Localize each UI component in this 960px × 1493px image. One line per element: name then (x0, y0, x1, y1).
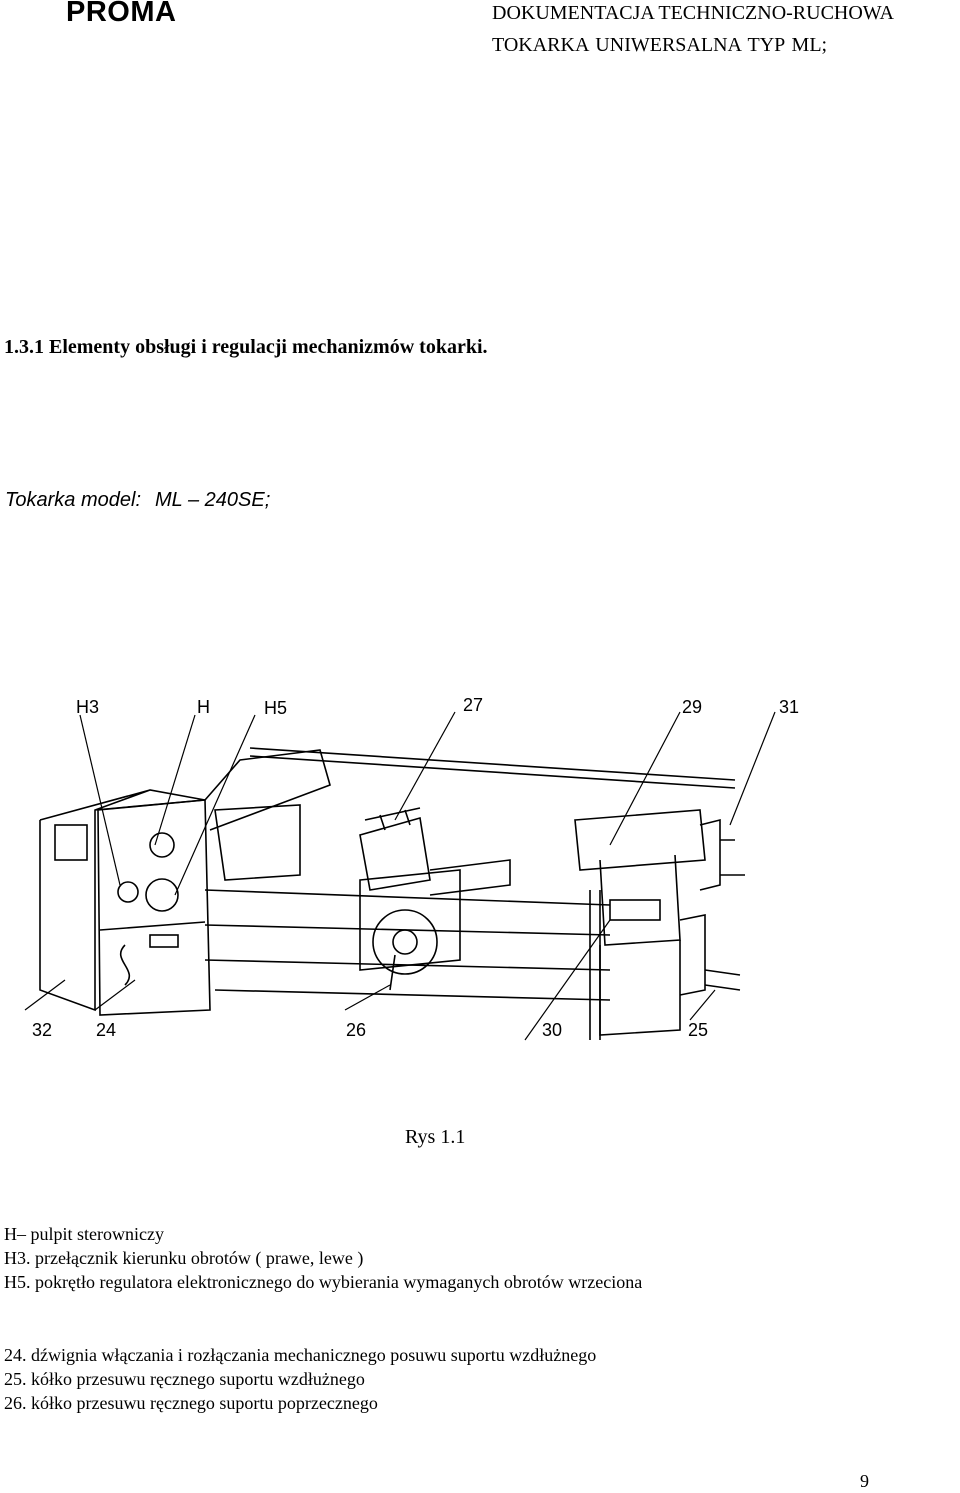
top-callout-labels: H3 H H5 27 29 31 (76, 695, 799, 718)
company-logo: PROMA (66, 0, 177, 28)
page-number: 9 (860, 1471, 869, 1491)
legend-item: 25. kółko przesuwu ręcznego suportu wzdł… (4, 1369, 365, 1389)
callout-label: 31 (779, 697, 799, 717)
callout-label: 26 (346, 1020, 366, 1040)
model-value: ML – 240SE; (155, 489, 271, 511)
callout-label: 32 (32, 1020, 52, 1040)
callout-label: H (197, 697, 210, 717)
model-line: Tokarka model: ML – 240SE; (5, 489, 270, 512)
callout-label: 25 (688, 1020, 708, 1040)
callout-label: 24 (96, 1020, 116, 1040)
document-subtitle: TOKARKA UNIWERSALNA TYP ML; (492, 34, 828, 56)
callout-label: 30 (542, 1020, 562, 1040)
lathe-figure: H3 H H5 27 29 31 32 24 26 30 25 (24, 695, 799, 1041)
callout-label: H3 (76, 697, 99, 717)
bottom-callout-labels: 32 24 26 30 25 (32, 1020, 708, 1040)
legend-item: H5. pokrętło regulatora elektronicznego … (4, 1272, 643, 1292)
section-heading: 1.3.1 Elementy obsługi i regulacji mecha… (4, 336, 488, 358)
legend-item: 26. kółko przesuwu ręcznego suportu popr… (4, 1393, 378, 1413)
legend-item: 24. dźwignia włączania i rozłączania mec… (4, 1345, 597, 1365)
callout-label: 27 (463, 695, 483, 715)
document-title: DOKUMENTACJA TECHNICZNO-RUCHOWA (492, 2, 894, 24)
model-label: Tokarka model: (5, 489, 141, 511)
callout-label: 29 (682, 697, 702, 717)
legend-item: H3. przełącznik kierunku obrotów ( prawe… (4, 1248, 364, 1268)
callout-label: H5 (264, 698, 287, 718)
figure-caption: Rys 1.1 (405, 1126, 466, 1148)
legend-item: H– pulpit sterowniczy (4, 1224, 164, 1244)
lathe-drawing (39, 747, 745, 1040)
callout-leaders (24, 711, 776, 1041)
